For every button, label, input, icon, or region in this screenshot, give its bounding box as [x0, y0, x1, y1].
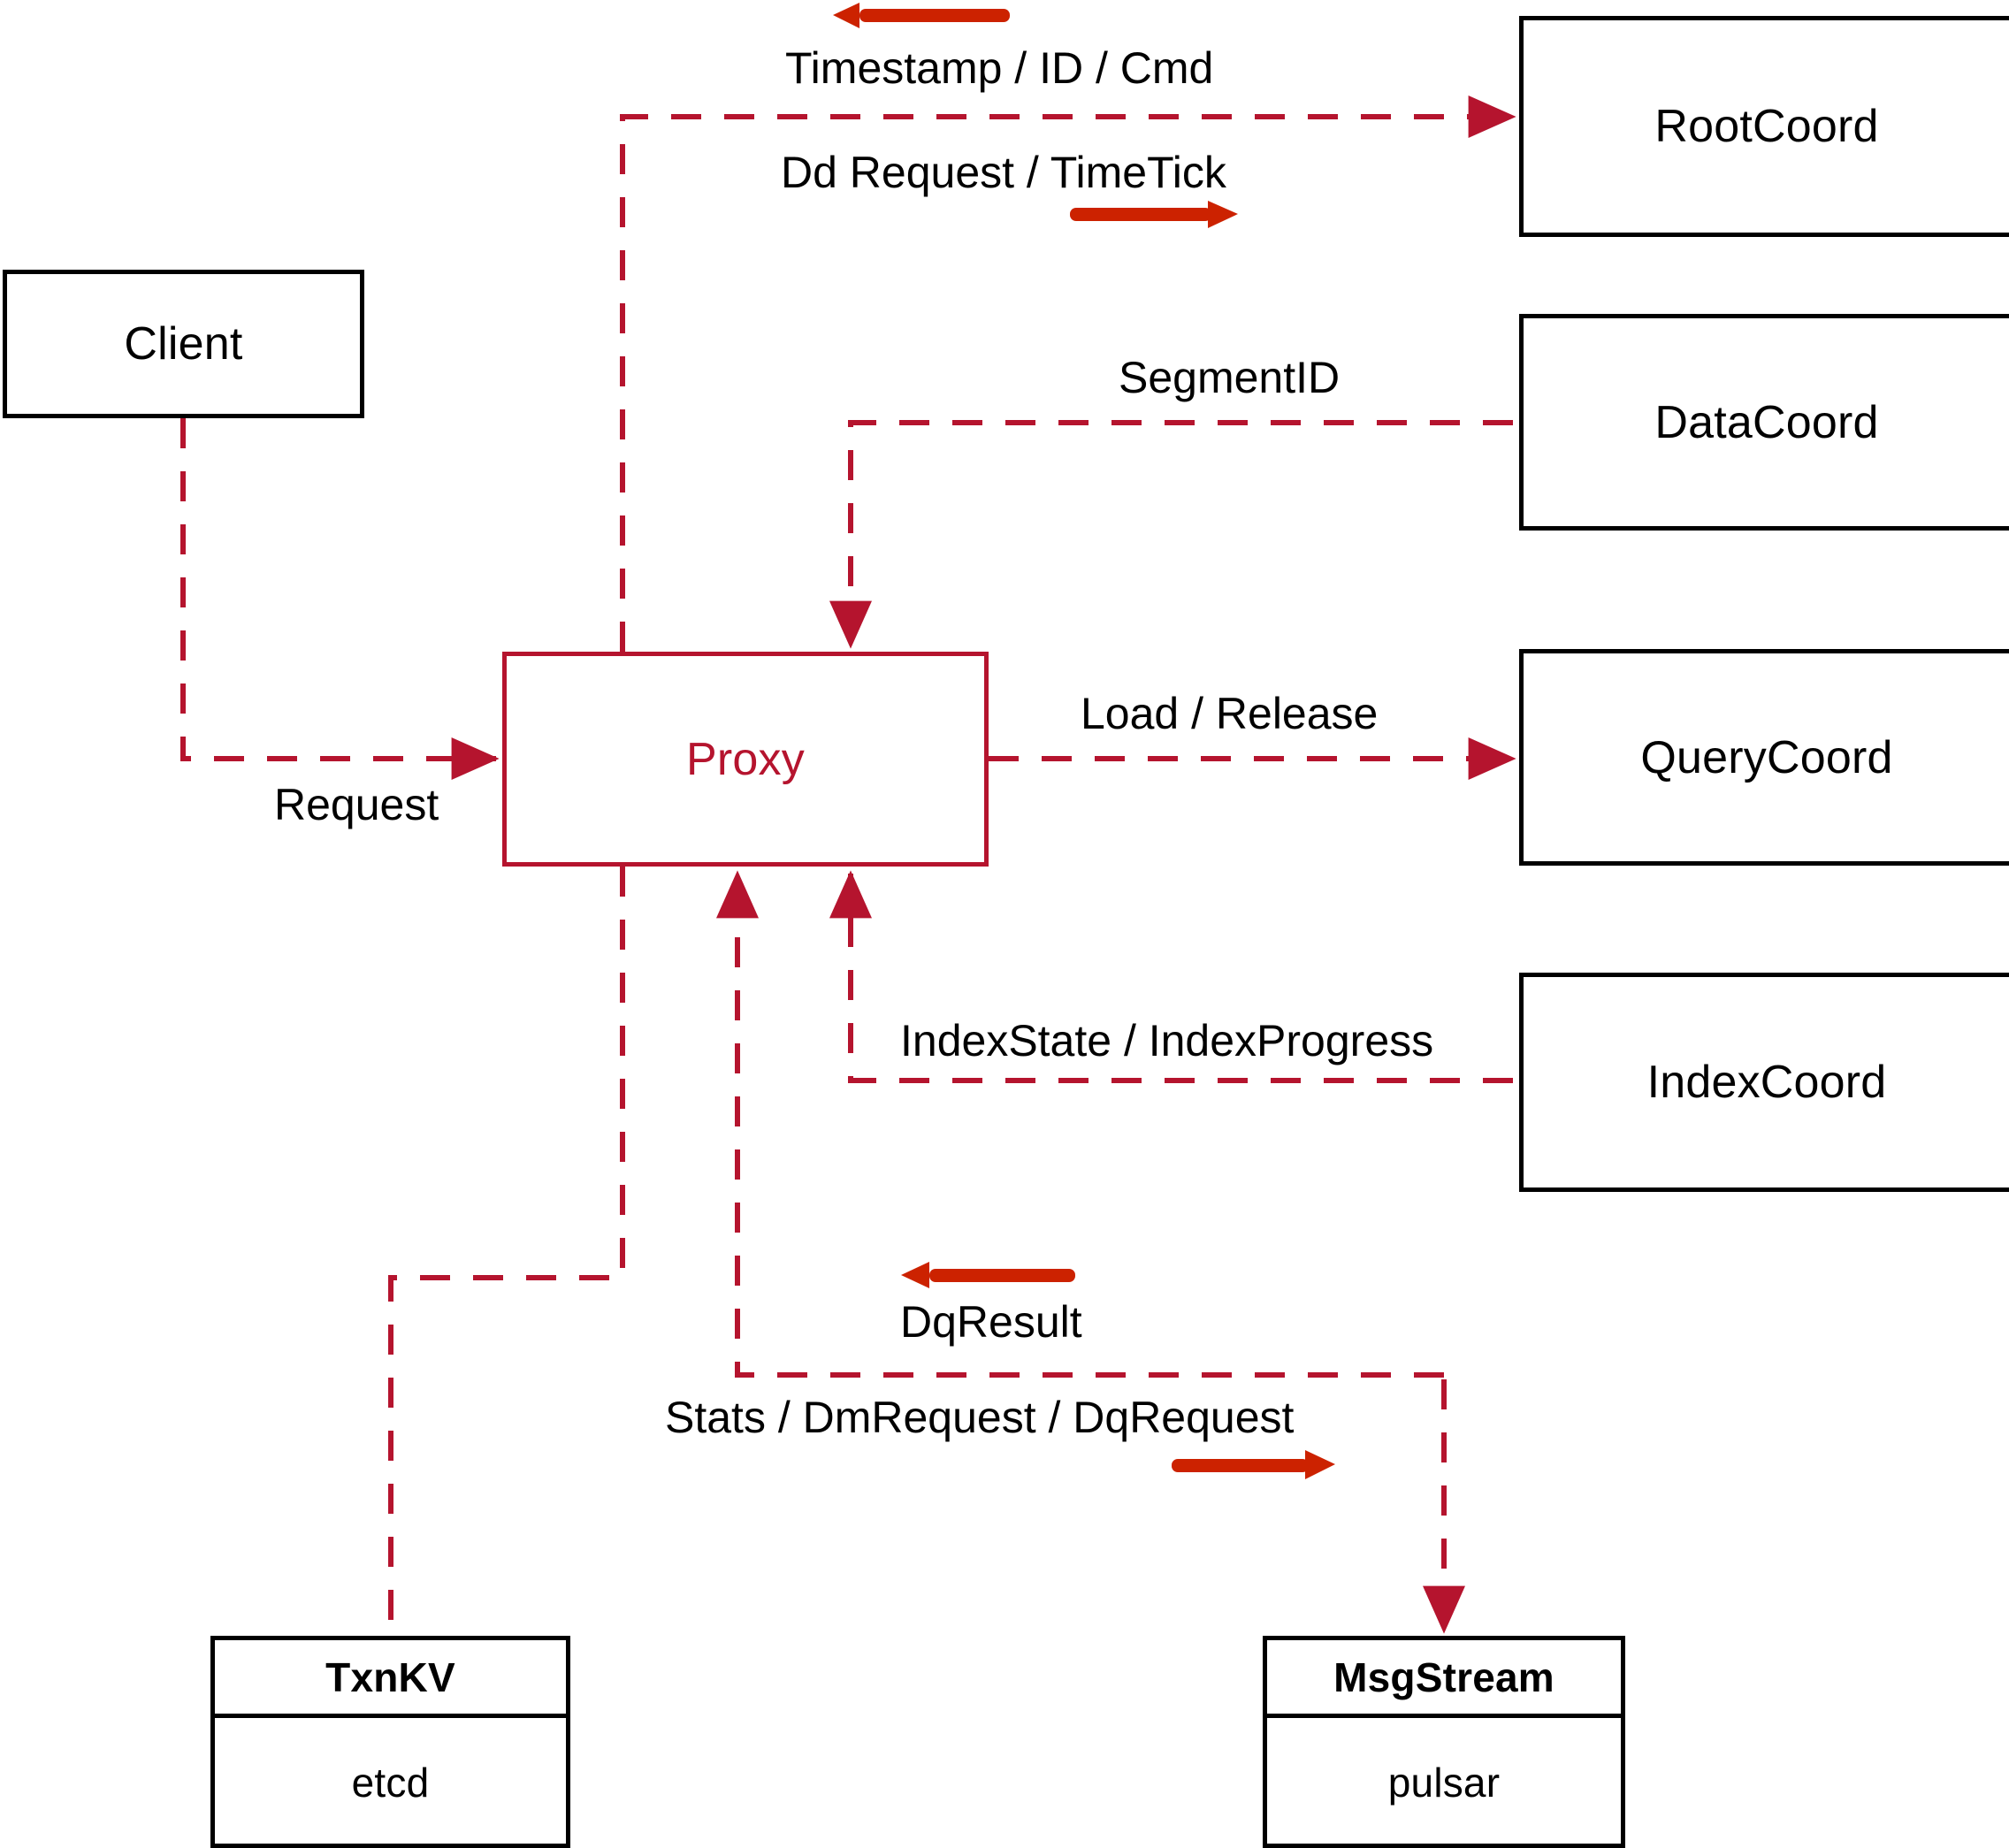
edge-proxy-to-txnkv: [388, 867, 625, 1636]
node-txnkv-label: TxnKV: [325, 1653, 455, 1700]
edge-label-dd-request-timetick: Dd Request / TimeTick: [781, 148, 1226, 197]
node-datacoord[interactable]: DataCoord: [1519, 314, 2009, 531]
arrow-timetick-right: [1070, 201, 1238, 228]
edge-msgstream-to-proxy: [716, 870, 1444, 1378]
edge-client-to-proxy: [180, 418, 500, 780]
arrow-dqresult-left: [901, 1262, 1075, 1288]
node-querycoord[interactable]: QueryCoord: [1519, 649, 2009, 866]
node-txnkv-body: etcd: [215, 1718, 566, 1846]
node-datacoord-label: DataCoord: [1654, 396, 1879, 448]
edge-label-load-release: Load / Release: [1081, 689, 1379, 738]
arrow-timestamp-left: [833, 3, 1010, 28]
node-msgstream-label: MsgStream: [1333, 1653, 1554, 1700]
node-proxy[interactable]: Proxy: [502, 652, 989, 867]
node-msgstream-sublabel: pulsar: [1387, 1759, 1501, 1806]
edge-datacoord-to-proxy: [829, 420, 1513, 649]
arrow-dqrequest-right: [1172, 1450, 1335, 1479]
node-msgstream-header: MsgStream: [1267, 1640, 1621, 1718]
node-txnkv-sublabel: etcd: [351, 1759, 430, 1806]
node-indexcoord[interactable]: IndexCoord: [1519, 973, 2009, 1192]
node-rootcoord[interactable]: RootCoord: [1519, 16, 2009, 237]
node-indexcoord-label: IndexCoord: [1646, 1057, 1887, 1108]
node-msgstream[interactable]: MsgStream pulsar: [1263, 1636, 1625, 1848]
node-proxy-label: Proxy: [686, 733, 805, 785]
edge-label-request: Request: [274, 780, 439, 829]
edge-label-segment-id: SegmentID: [1119, 353, 1341, 402]
node-txnkv[interactable]: TxnKV etcd: [210, 1636, 570, 1848]
node-client-label: Client: [124, 318, 243, 370]
edge-label-timestamp-id-cmd: Timestamp / ID / Cmd: [785, 43, 1214, 93]
node-querycoord-label: QueryCoord: [1640, 731, 1893, 783]
node-msgstream-body: pulsar: [1267, 1718, 1621, 1846]
node-txnkv-header: TxnKV: [215, 1640, 566, 1718]
node-rootcoord-label: RootCoord: [1654, 101, 1879, 152]
edge-label-stats-dm-dq: Stats / DmRequest / DqRequest: [665, 1393, 1295, 1442]
edge-label-dq-result: DqResult: [900, 1297, 1082, 1347]
edge-label-index-state: IndexState / IndexProgress: [900, 1016, 1434, 1065]
node-client[interactable]: Client: [3, 270, 364, 418]
